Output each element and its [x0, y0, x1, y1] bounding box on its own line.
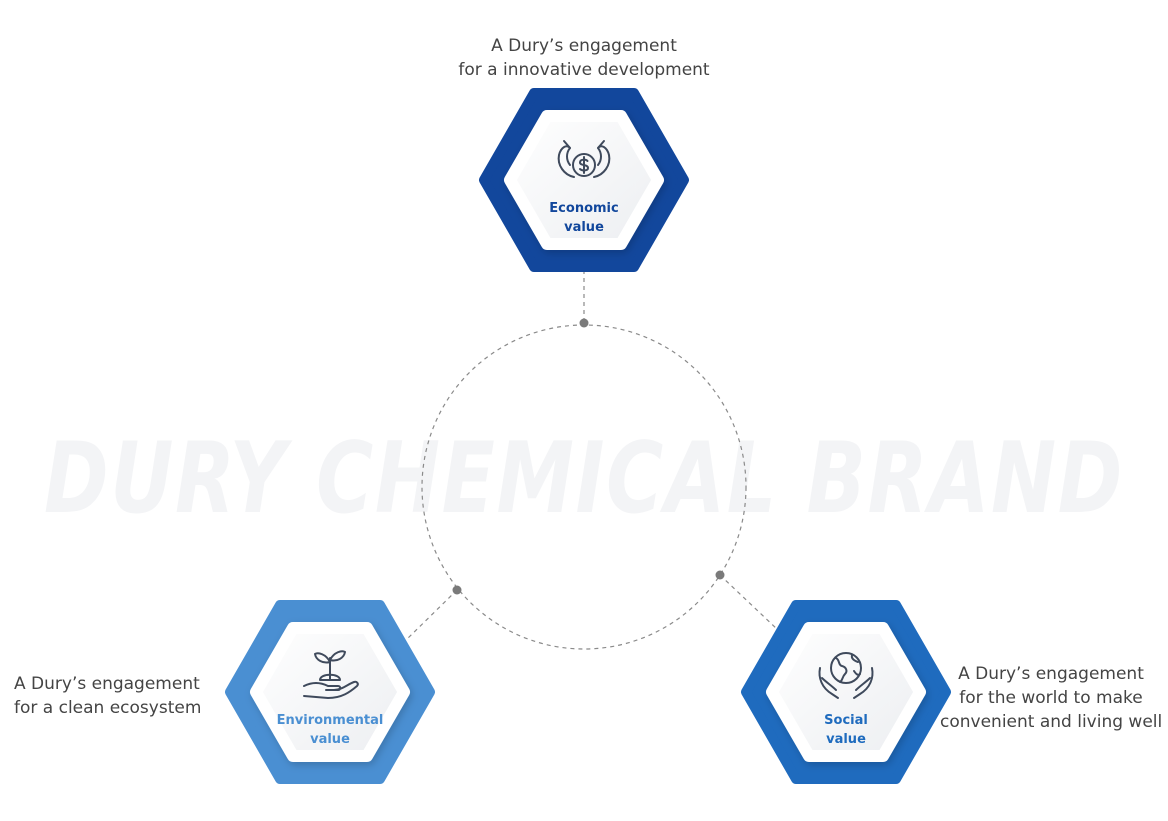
caption-social: A Dury’s engagement for the world to mak…: [940, 662, 1162, 734]
connector-social: [719, 574, 779, 631]
caption-environmental-line2: for a clean ecosystem: [14, 698, 202, 718]
caption-economic-line2: for a innovative development: [458, 60, 710, 80]
dot-environmental: [452, 585, 462, 595]
connector-environmental: [403, 589, 458, 643]
node-label-social-line1: Social: [824, 713, 868, 728]
caption-environmental: A Dury’s engagement for a clean ecosyste…: [14, 672, 201, 720]
dot-social: [715, 570, 725, 580]
dot-economic: [579, 318, 589, 328]
node-economic: Economic value: [479, 88, 689, 272]
inner-hexagon-social: [766, 622, 926, 762]
sprout-hand-icon: [303, 650, 359, 699]
globe-hands-icon: [818, 652, 874, 699]
node-label-social-line2: value: [826, 732, 866, 747]
caption-economic-line1: A Dury’s engagement: [491, 36, 677, 56]
inner-hexagon-economic: [504, 110, 664, 250]
caption-social-line3: convenient and living well: [940, 712, 1163, 732]
inner-hexagon-environmental: [250, 622, 410, 762]
caption-social-line2: for the world to make: [959, 688, 1143, 708]
node-label-environmental-line2: value: [310, 732, 350, 747]
node-label-economic-line2: value: [564, 220, 604, 235]
node-label-environmental-line1: Environmental: [277, 713, 384, 728]
caption-economic: A Dury’s engagement for a innovative dev…: [404, 34, 764, 82]
node-social: Social value: [741, 600, 951, 784]
node-label-economic-line1: Economic: [549, 201, 618, 216]
caption-social-line1: A Dury’s engagement: [958, 664, 1144, 684]
caption-environmental-line1: A Dury’s engagement: [14, 674, 200, 694]
money-hands-icon: [557, 140, 611, 178]
brand-watermark: DURY CHEMICAL BRAND: [44, 422, 1124, 536]
node-environmental: Environmental value: [225, 600, 435, 784]
